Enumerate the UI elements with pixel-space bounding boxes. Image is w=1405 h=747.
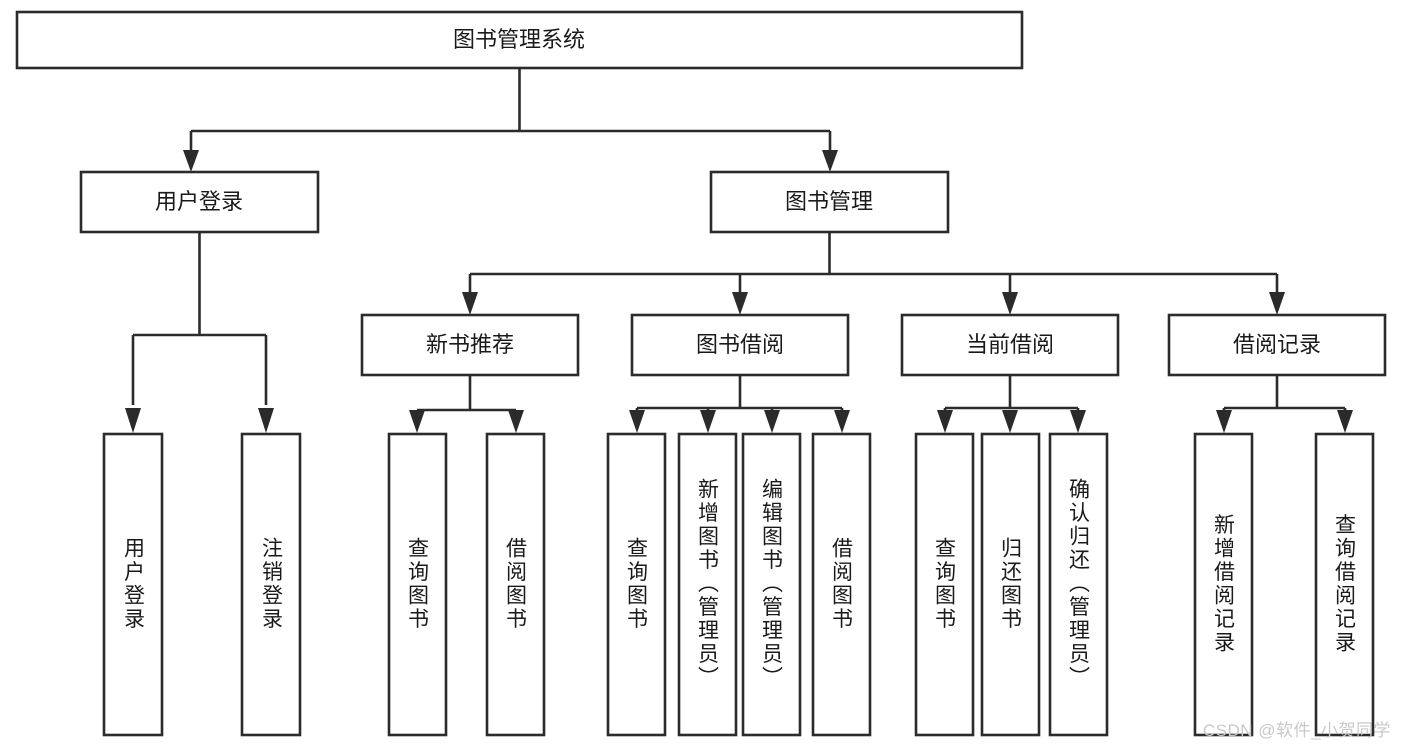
connector-group-root xyxy=(183,68,838,172)
node-new-book-rec[interactable]: 新书推荐 xyxy=(360,313,580,377)
node-leaf-cur-return[interactable]: 归还图书 xyxy=(980,432,1041,737)
node-leaf-cur-query-label: 查询图书 xyxy=(933,537,957,631)
node-leaf-cur-query[interactable]: 查询图书 xyxy=(914,432,975,737)
node-leaf-borrow-add[interactable]: 新增图书（管理员） xyxy=(677,432,738,737)
connector-group-book-borrow xyxy=(629,375,850,433)
node-book-borrow-label: 图书借阅 xyxy=(696,332,784,357)
node-new-book-rec-label: 新书推荐 xyxy=(426,332,514,357)
node-book-borrow[interactable]: 图书借阅 xyxy=(630,313,850,377)
node-leaf-rec-add[interactable]: 新增借阅记录 xyxy=(1193,432,1254,737)
node-book-manage[interactable]: 图书管理 xyxy=(709,170,950,234)
node-leaf-cur-return-label: 归还图书 xyxy=(999,537,1023,631)
node-leaf-rec-query-label: 查询图书 xyxy=(406,537,430,631)
node-root-label: 图书管理系统 xyxy=(453,27,585,52)
connector-group-current-borrow xyxy=(937,375,1086,433)
connector-group-borrow-record xyxy=(1216,375,1353,433)
node-leaf-borrow-borrow[interactable]: 借阅图书 xyxy=(811,432,872,737)
node-leaf-rec-add-label: 新增借阅记录 xyxy=(1212,514,1236,655)
node-current-borrow[interactable]: 当前借阅 xyxy=(900,313,1120,377)
node-leaf-borrow-query[interactable]: 查询图书 xyxy=(606,432,667,737)
node-borrow-record[interactable]: 借阅记录 xyxy=(1167,313,1387,377)
node-leaf-rec-borrow-label: 借阅图书 xyxy=(504,537,528,631)
node-leaf-borrow-add-label: 新增图书（管理员） xyxy=(696,478,720,690)
node-leaf-user-logout[interactable]: 注销登录 xyxy=(240,432,302,737)
node-book-manage-label: 图书管理 xyxy=(785,189,873,214)
node-leaf-borrow-query-label: 查询图书 xyxy=(625,537,649,631)
node-leaf-user-logout-label: 注销登录 xyxy=(260,537,284,631)
node-root[interactable]: 图书管理系统 xyxy=(15,10,1024,70)
node-borrow-record-label: 借阅记录 xyxy=(1233,332,1321,357)
node-leaf-cur-confirm-label: 确认归还（管理员） xyxy=(1067,478,1091,690)
node-leaf-user-login-label: 用户登录 xyxy=(122,537,146,631)
node-leaf-rec-borrow[interactable]: 借阅图书 xyxy=(485,432,546,737)
node-leaf-rec-query[interactable]: 查询图书 xyxy=(387,432,448,737)
node-leaf-rec-search-label: 查询借阅记录 xyxy=(1333,514,1357,655)
connector-group-user-login xyxy=(125,232,274,433)
node-user-login[interactable]: 用户登录 xyxy=(79,170,320,234)
node-leaf-user-login[interactable]: 用户登录 xyxy=(102,432,164,737)
node-leaf-borrow-borrow-label: 借阅图书 xyxy=(830,537,854,631)
connector-group-new-book-rec xyxy=(409,375,524,433)
connector-group-book-manage xyxy=(462,232,1285,315)
node-leaf-borrow-edit-label: 编辑图书（管理员） xyxy=(760,478,784,690)
node-user-login-label: 用户登录 xyxy=(155,189,243,214)
node-leaf-cur-confirm[interactable]: 确认归还（管理员） xyxy=(1048,432,1109,737)
node-current-borrow-label: 当前借阅 xyxy=(966,332,1054,357)
node-leaf-rec-search[interactable]: 查询借阅记录 xyxy=(1314,432,1375,737)
node-leaf-borrow-edit[interactable]: 编辑图书（管理员） xyxy=(741,432,802,737)
